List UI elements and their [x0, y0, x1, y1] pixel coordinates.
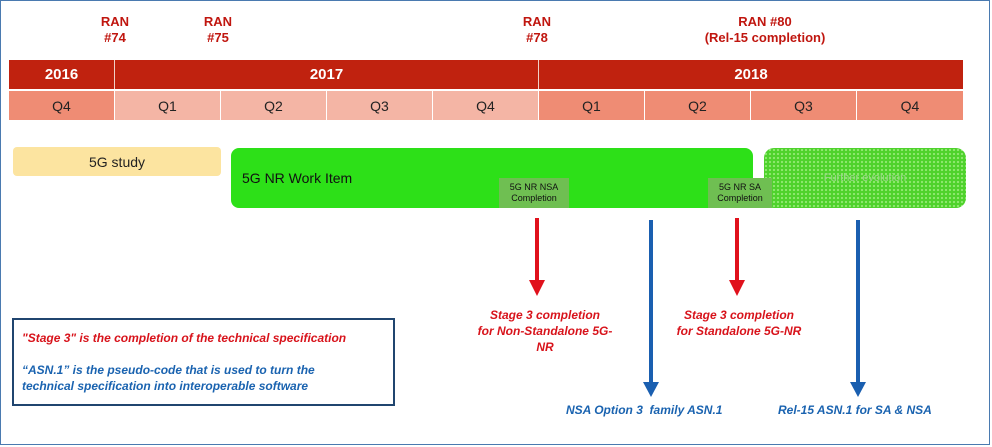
ran-75-name: RAN [203, 14, 233, 29]
stage3-nsa-line2: for Non-Standalone 5G-NR [477, 324, 613, 354]
asn1-nsa-note: NSA Option 3 family ASN.1 [566, 403, 723, 417]
quarter-2018-q4: Q4 [857, 91, 963, 120]
ran-80-name: RAN #80 [738, 14, 792, 29]
stage3-sa-note: Stage 3 completion for Standalone 5G-NR [672, 307, 806, 339]
stage3-definition: "Stage 3" is the completion of the techn… [22, 331, 347, 345]
work-item-bar: 5G NR Work Item [231, 148, 753, 208]
ran-75-label: RAN #75 [200, 14, 236, 46]
ran-80-label: RAN #80 (Rel-15 completion) [690, 14, 840, 46]
quarter-2017-q4: Q4 [433, 91, 539, 120]
asn1-definition-line2: technical specification into interoperab… [22, 379, 309, 393]
stage3-nsa-arrow [529, 218, 545, 296]
ran-74-label: RAN #74 [97, 14, 133, 46]
asn1-rel15-arrow [850, 220, 866, 397]
year-2017: 2017 [115, 60, 539, 89]
asn1-rel15-note: Rel-15 ASN.1 for SA & NSA [778, 403, 932, 417]
ran-75-number: #75 [207, 30, 229, 45]
sa-completion-label: 5G NR SA Completion [717, 182, 763, 203]
asn1-definition: “ASN.1” is the pseudo-code that is used … [22, 362, 315, 394]
sa-completion-milestone: 5G NR SA Completion [708, 178, 772, 208]
ran-78-label: RAN #78 [519, 14, 555, 46]
quarter-2017-q2: Q2 [221, 91, 327, 120]
quarter-row: Q4 Q1 Q2 Q3 Q4 Q1 Q2 Q3 Q4 [9, 91, 963, 120]
quarter-2018-q3: Q3 [751, 91, 857, 120]
stage3-sa-arrow [729, 218, 745, 296]
stage3-sa-line2: for Standalone 5G-NR [676, 324, 802, 338]
quarter-2018-q2: Q2 [645, 91, 751, 120]
year-row: 2016 2017 2018 [9, 60, 963, 89]
definitions-box: "Stage 3" is the completion of the techn… [12, 318, 395, 406]
ran-74-number: #74 [104, 30, 126, 45]
asn1-definition-line1: “ASN.1” is the pseudo-code that is used … [22, 363, 315, 377]
study-bar: 5G study [13, 147, 221, 176]
nsa-completion-milestone: 5G NR NSA Completion [499, 178, 569, 208]
stage3-nsa-note: Stage 3 completion for Non-Standalone 5G… [470, 307, 620, 355]
nsa-completion-label: 5G NR NSA Completion [509, 182, 559, 203]
asn1-nsa-arrow [643, 220, 659, 397]
ran-80-number: (Rel-15 completion) [704, 30, 826, 45]
work-item-label: 5G NR Work Item [242, 170, 353, 186]
ran-78-number: #78 [526, 30, 548, 45]
quarter-2017-q3: Q3 [327, 91, 433, 120]
quarter-2017-q1: Q1 [115, 91, 221, 120]
ran-74-name: RAN [100, 14, 130, 29]
stage3-nsa-line1: Stage 3 completion [489, 308, 601, 322]
quarter-2016-q4: Q4 [9, 91, 115, 120]
year-2016: 2016 [9, 60, 115, 89]
further-evolution-bar: Further evolution [764, 148, 966, 208]
stage3-sa-line1: Stage 3 completion [683, 308, 795, 322]
quarter-2018-q1: Q1 [539, 91, 645, 120]
year-2018: 2018 [539, 60, 963, 89]
ran-78-name: RAN [522, 14, 552, 29]
